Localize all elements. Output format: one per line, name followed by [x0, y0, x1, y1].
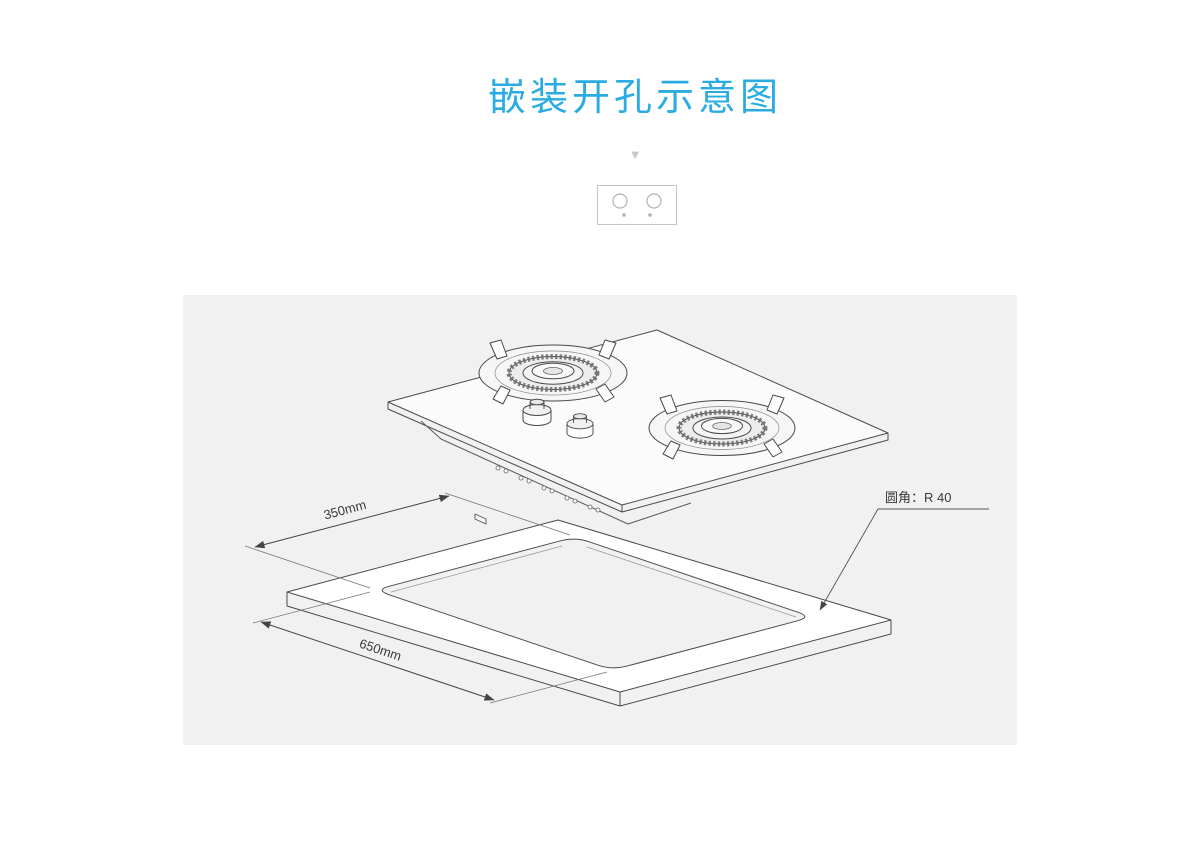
stove-icon-outline — [597, 185, 677, 225]
stove-icon-left-burner — [612, 193, 628, 209]
corner-radius-label: 圆角：R 40 — [885, 490, 951, 505]
left-control-knob — [522, 398, 552, 426]
drawing-panel: 350mm 650mm 圆角：R 40 — [183, 295, 1017, 745]
corner-radius-callout: 圆角：R 40 — [819, 490, 989, 611]
left-burner — [478, 339, 628, 405]
stove-vent-holes — [495, 465, 601, 513]
right-burner-flame-ports — [676, 409, 768, 447]
installation-diagram: 350mm 650mm 圆角：R 40 — [244, 329, 989, 707]
stove-top-icon — [597, 185, 677, 225]
countertop-cutout-drawing — [286, 519, 892, 707]
right-control-knob — [566, 413, 594, 439]
dim-650-label: 650mm — [357, 636, 403, 664]
page-title: 嵌装开孔示意图 — [487, 77, 782, 119]
dim-650-extension-line-2 — [489, 671, 608, 704]
down-arrow-icon: ▼ — [628, 147, 642, 162]
pointer-row: ▼ — [70, 148, 1200, 162]
dim-350-extension-line-1 — [244, 545, 371, 589]
stove-glass-top — [387, 329, 889, 506]
stove-glass-edge — [387, 402, 889, 513]
stove-underbody — [420, 420, 692, 525]
countertop-surface — [287, 520, 891, 692]
dim-350-arrow-line — [254, 494, 450, 549]
dim-650-extension-line-1 — [252, 591, 371, 624]
cutout-outline — [381, 538, 806, 669]
stove-icon-right-knob — [648, 213, 652, 217]
stove-top-icon-svg — [597, 185, 677, 225]
stove-icon-left-knob — [622, 213, 626, 217]
dim-650-arrow-line — [260, 621, 495, 701]
stove-foot — [474, 513, 487, 525]
stove-isometric-drawing — [387, 329, 889, 525]
corner-radius-leader-line — [819, 508, 989, 611]
dim-350-label: 350mm — [322, 497, 368, 523]
left-burner-pan-supports — [489, 339, 617, 405]
title-row: 嵌装开孔示意图 — [70, 66, 1200, 121]
dim-350-extension-line-2 — [444, 492, 571, 536]
right-burner-pan-supports — [659, 394, 785, 460]
stove-icon-right-burner — [646, 193, 662, 209]
right-burner — [648, 394, 796, 460]
cutout-inner-wall — [390, 545, 797, 618]
left-burner-flame-ports — [506, 354, 600, 392]
